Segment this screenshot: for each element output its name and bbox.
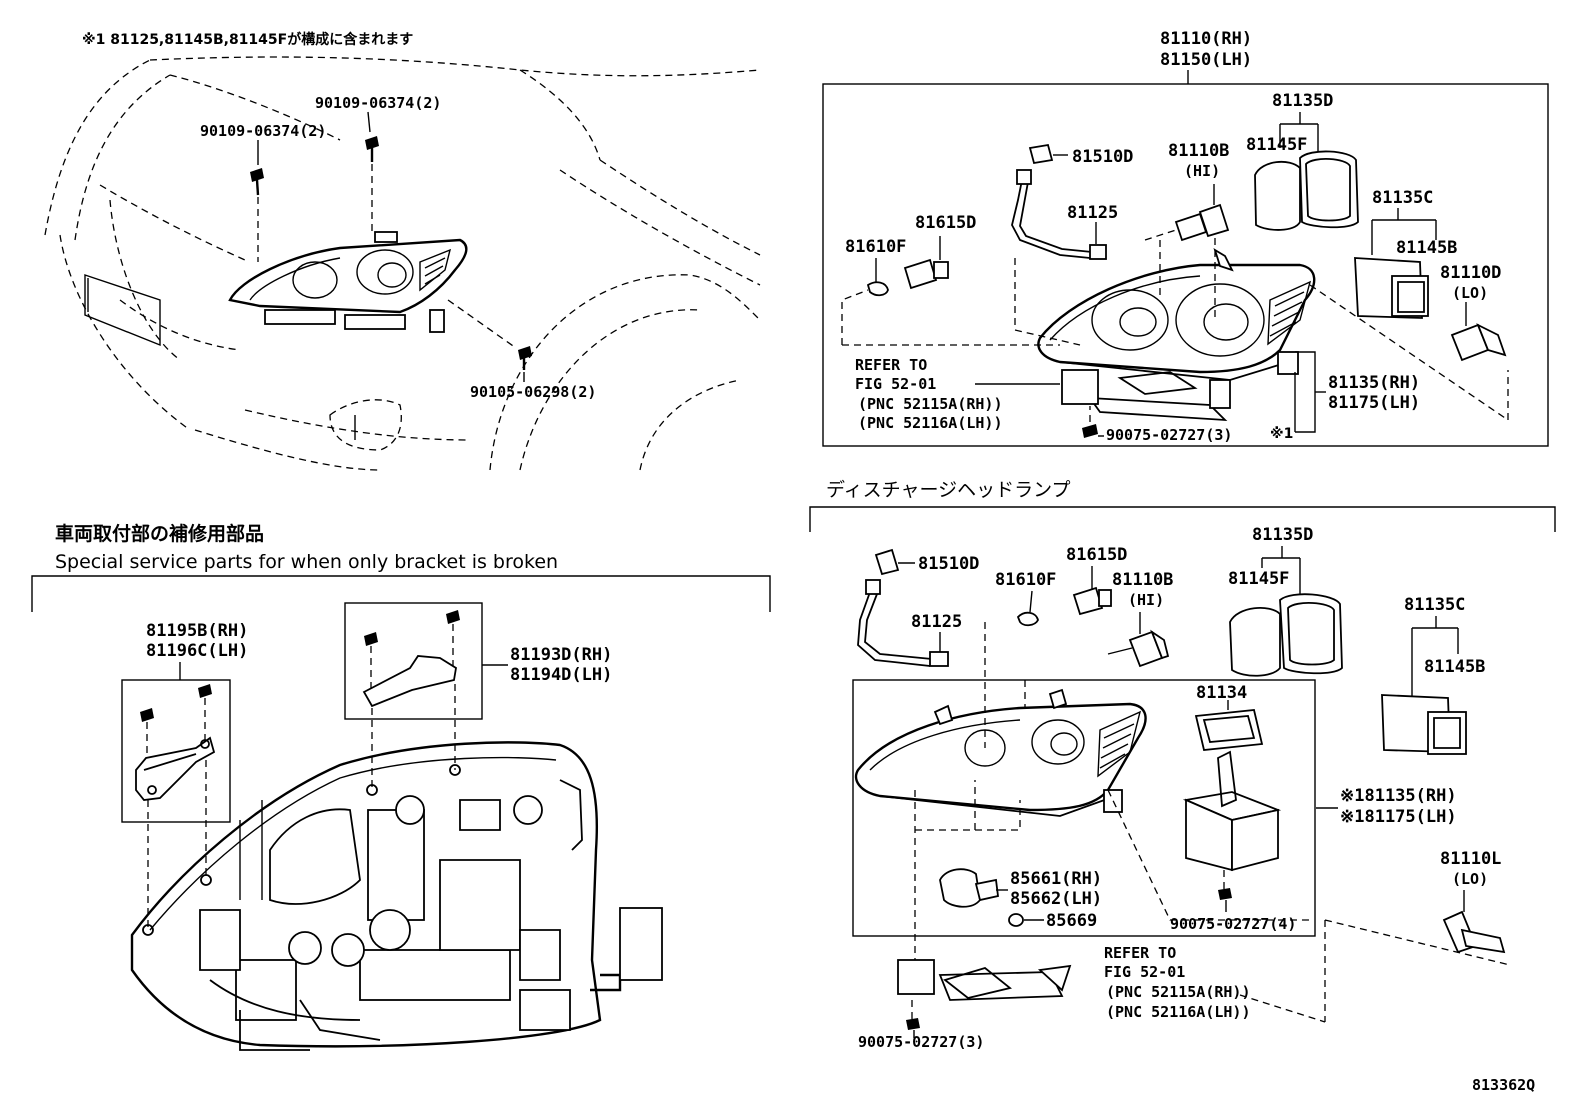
o-ring-icon bbox=[1008, 913, 1024, 927]
label-81110-rh: 81110(RH) bbox=[1160, 29, 1252, 49]
label-d-81615D: 81615D bbox=[1066, 545, 1127, 565]
label-81135-rh: 81135(RH) bbox=[1328, 373, 1420, 393]
bolt-icon bbox=[365, 136, 379, 162]
label-d-81134: 81134 bbox=[1196, 683, 1247, 703]
discharge-headlamp-drawing bbox=[854, 548, 1511, 1038]
label-81110B-hi: (HI) bbox=[1184, 162, 1220, 180]
label-81145F: 81145F bbox=[1246, 135, 1307, 155]
label-81194D: 81194D(LH) bbox=[510, 665, 612, 685]
label-d-81135C: 81135C bbox=[1404, 595, 1465, 615]
label-d-85669: 85669 bbox=[1046, 911, 1097, 931]
label-81175-lh: 81175(LH) bbox=[1328, 393, 1420, 413]
d-refer-to-4: (PNC 52116A(LH)) bbox=[1106, 1003, 1251, 1021]
label-d-81110L: 81110L bbox=[1440, 849, 1501, 869]
label-81135D: 81135D bbox=[1272, 91, 1333, 111]
label-81110B: 81110B bbox=[1168, 141, 1229, 161]
d-refer-to-3: (PNC 52115A(RH)) bbox=[1106, 983, 1251, 1001]
discharge-title: ディスチャージヘッドランプ bbox=[826, 479, 1071, 501]
label-d-81135-rh: ※181135(RH) bbox=[1340, 786, 1457, 806]
bracket-box-81195 bbox=[121, 679, 231, 823]
refer-to-2: FIG 52-01 bbox=[855, 375, 936, 393]
label-d-90075-3: 90075-02727(3) bbox=[858, 1033, 984, 1051]
label-81145B: 81145B bbox=[1396, 238, 1457, 258]
label-d-81145F: 81145F bbox=[1228, 569, 1289, 589]
bracket-title-en: Special service parts for when only brac… bbox=[55, 551, 558, 573]
label-d-81610F: 81610F bbox=[995, 570, 1056, 590]
bolt-icon bbox=[364, 632, 378, 646]
label-81150-lh: 81150(LH) bbox=[1160, 50, 1252, 70]
label-81110D: 81110D bbox=[1440, 263, 1501, 283]
label-90109-a: 90109-06374(2) bbox=[315, 94, 441, 112]
label-81196C: 81196C(LH) bbox=[146, 641, 248, 661]
bolt-icon bbox=[198, 684, 212, 698]
label-mark-1: ※1 bbox=[1270, 426, 1293, 442]
screw-icon bbox=[1082, 424, 1098, 438]
label-81195B: 81195B(RH) bbox=[146, 621, 248, 641]
label-d-85662: 85662(LH) bbox=[1010, 889, 1102, 909]
label-d-81175-lh: ※181175(LH) bbox=[1340, 807, 1457, 827]
label-d-81110B-hi: (HI) bbox=[1128, 591, 1164, 609]
refer-to-1: REFER TO bbox=[855, 356, 927, 374]
bulb-icon bbox=[874, 548, 900, 576]
label-d-81145B: 81145B bbox=[1424, 657, 1485, 677]
label-81193D: 81193D(RH) bbox=[510, 645, 612, 665]
bulb-icon bbox=[1028, 143, 1054, 165]
bolt-icon bbox=[140, 708, 154, 722]
refer-to-4: (PNC 52116A(LH)) bbox=[858, 414, 1003, 432]
label-d-90075-4: 90075-02727(4) bbox=[1170, 915, 1296, 933]
bolt-icon bbox=[250, 168, 264, 196]
d-refer-to-1: REFER TO bbox=[1104, 944, 1176, 962]
label-d-81510D: 81510D bbox=[918, 554, 979, 574]
discharge-frame bbox=[852, 679, 1316, 937]
label-81125: 81125 bbox=[1067, 203, 1118, 223]
label-90105: 90105-06298(2) bbox=[470, 383, 596, 401]
halogen-headlamp-drawing bbox=[841, 143, 1509, 438]
car-front-view bbox=[44, 56, 761, 471]
label-81615D: 81615D bbox=[915, 213, 976, 233]
bracket-title-jp: 車両取付部の補修用部品 bbox=[55, 522, 264, 545]
bolt-icon bbox=[446, 610, 460, 624]
label-90109-b: 90109-06374(2) bbox=[200, 122, 326, 140]
label-d-81125: 81125 bbox=[911, 612, 962, 632]
label-d-81110B: 81110B bbox=[1112, 570, 1173, 590]
label-81610F: 81610F bbox=[845, 237, 906, 257]
halogen-frame bbox=[822, 83, 1549, 447]
label-d-85661: 85661(RH) bbox=[1010, 869, 1102, 889]
label-81110D-lo: (LO) bbox=[1452, 284, 1488, 302]
label-d-81135D: 81135D bbox=[1252, 525, 1313, 545]
screw-icon bbox=[518, 346, 532, 370]
bracket-box-81193 bbox=[344, 602, 483, 720]
label-81510D: 81510D bbox=[1072, 147, 1133, 167]
label-81135C: 81135C bbox=[1372, 188, 1433, 208]
refer-to-3: (PNC 52115A(RH)) bbox=[858, 395, 1003, 413]
screw-icon bbox=[906, 1018, 920, 1030]
d-refer-to-2: FIG 52-01 bbox=[1104, 963, 1185, 981]
bracket-drawing bbox=[130, 610, 663, 1051]
label-90075-halogen: 90075-02727(3) bbox=[1106, 426, 1232, 444]
figure-code: 813362Q bbox=[1472, 1076, 1535, 1094]
composition-note: ※1 81125,81145B,81145Fが構成に含まれます bbox=[82, 31, 413, 48]
screw-icon bbox=[1218, 888, 1232, 900]
label-d-81110L-lo: (LO) bbox=[1452, 870, 1488, 888]
